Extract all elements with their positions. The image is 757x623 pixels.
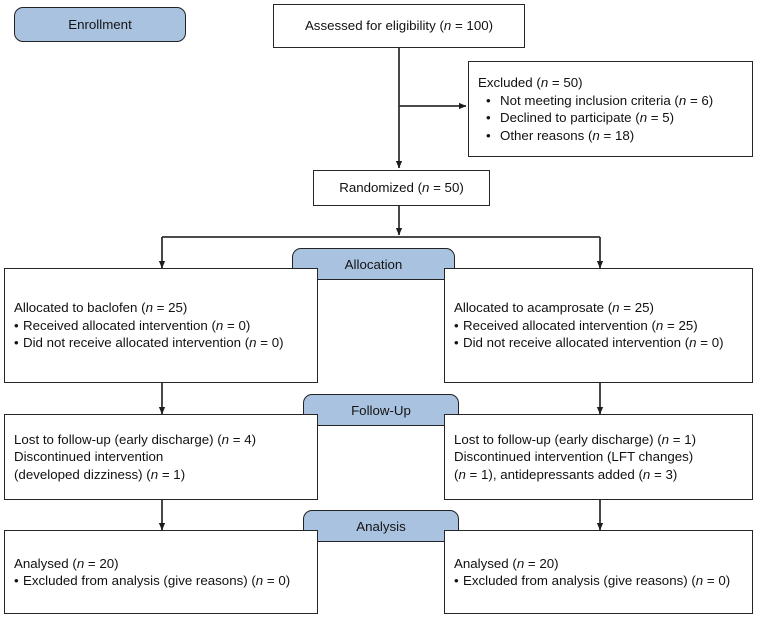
- node-excluded: Excluded (n = 50) Not meeting inclusion …: [468, 61, 753, 157]
- followup-left-line-3: (developed dizziness) (n = 1): [14, 466, 186, 482]
- list-item: Declined to participate (n = 5): [478, 109, 713, 127]
- stage-label-allocation: Allocation: [292, 248, 455, 280]
- analysis-right-list: Excluded from analysis (give reasons) (n…: [454, 572, 730, 590]
- followup-left-line-2: Discontinued intervention: [14, 449, 164, 465]
- excluded-reason-list: Not meeting inclusion criteria (n = 6) D…: [478, 92, 713, 145]
- list-item: Did not receive allocated intervention (…: [14, 334, 284, 352]
- stage-label-enrollment-text: Enrollment: [68, 17, 132, 32]
- list-item: Excluded from analysis (give reasons) (n…: [454, 572, 730, 590]
- stage-label-enrollment: Enrollment: [14, 7, 186, 42]
- node-randomized: Randomized (n = 50): [313, 170, 490, 206]
- node-analysis-left: Analysed (n = 20) Excluded from analysis…: [4, 530, 318, 614]
- allocation-left-list: Received allocated intervention (n = 0) …: [14, 317, 284, 352]
- stage-label-analysis: Analysis: [303, 510, 459, 542]
- randomized-text: Randomized (n = 50): [339, 180, 464, 196]
- allocation-right-title: Allocated to acamprosate (n = 25): [454, 300, 654, 316]
- assessed-text: Assessed for eligibility (n = 100): [304, 18, 494, 34]
- node-followup-right: Lost to follow-up (early discharge) (n =…: [444, 414, 753, 500]
- node-followup-left: Lost to follow-up (early discharge) (n =…: [4, 414, 318, 500]
- list-item: Not meeting inclusion criteria (n = 6): [478, 92, 713, 110]
- list-item: Received allocated intervention (n = 0): [14, 317, 284, 335]
- node-allocation-left: Allocated to baclofen (n = 25) Received …: [4, 268, 318, 383]
- list-item: Other reasons (n = 18): [478, 127, 713, 145]
- followup-right-line-1: Lost to follow-up (early discharge) (n =…: [454, 431, 697, 447]
- allocation-right-list: Received allocated intervention (n = 25)…: [454, 317, 724, 352]
- analysis-left-list: Excluded from analysis (give reasons) (n…: [14, 572, 290, 590]
- stage-label-analysis-text: Analysis: [356, 518, 406, 534]
- list-item: Received allocated intervention (n = 25): [454, 317, 724, 335]
- node-analysis-right: Analysed (n = 20) Excluded from analysis…: [444, 530, 753, 614]
- excluded-title: Excluded (n = 50): [478, 75, 583, 90]
- followup-right-line-2: Discontinued intervention (LFT changes): [454, 449, 694, 465]
- stage-label-followup-text: Follow-Up: [351, 402, 411, 418]
- list-item: Did not receive allocated intervention (…: [454, 334, 724, 352]
- node-assessed-for-eligibility: Assessed for eligibility (n = 100): [273, 4, 525, 48]
- stage-label-followup: Follow-Up: [303, 394, 459, 426]
- allocation-left-title: Allocated to baclofen (n = 25): [14, 300, 188, 316]
- stage-label-allocation-text: Allocation: [344, 256, 403, 272]
- list-item: Excluded from analysis (give reasons) (n…: [14, 572, 290, 590]
- followup-right-line-3: (n = 1), antidepressants added (n = 3): [454, 466, 678, 482]
- analysis-right-title: Analysed (n = 20): [454, 555, 559, 571]
- node-allocation-right: Allocated to acamprosate (n = 25) Receiv…: [444, 268, 753, 383]
- followup-left-line-1: Lost to follow-up (early discharge) (n =…: [14, 431, 257, 447]
- analysis-left-title: Analysed (n = 20): [14, 555, 119, 571]
